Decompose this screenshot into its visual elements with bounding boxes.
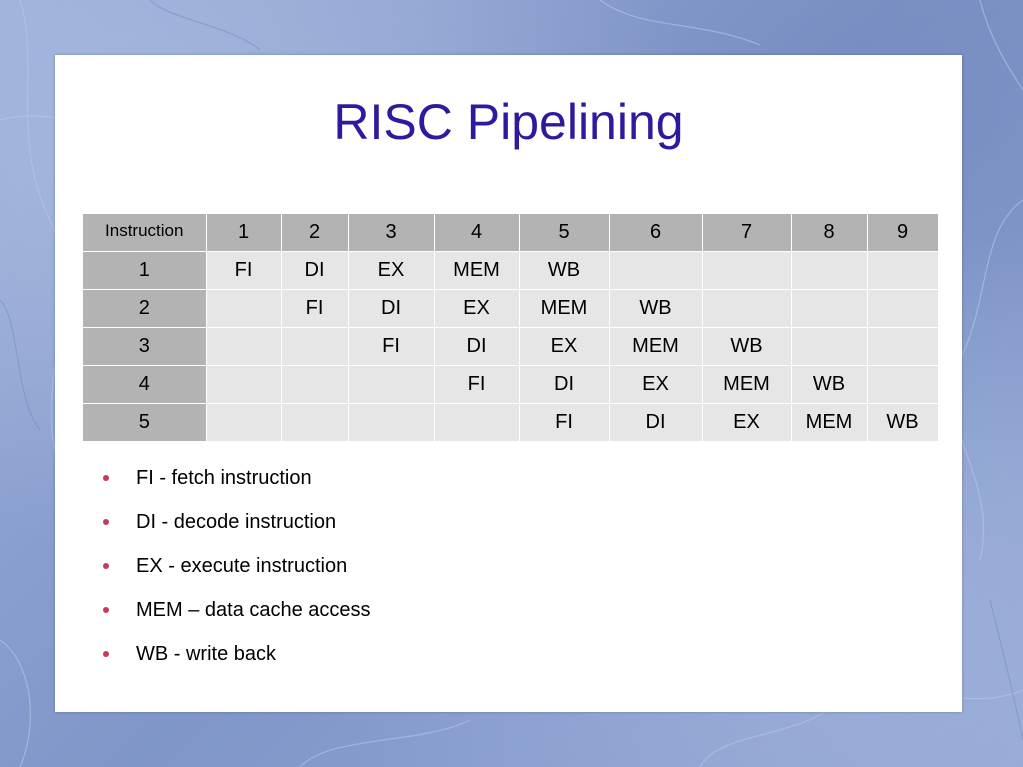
table-header-row: Instruction 1 2 3 4 5 6 7 8 9 xyxy=(83,214,939,252)
stage-column-header: 2 xyxy=(281,214,349,252)
legend-item-text: WB - write back xyxy=(136,643,277,665)
table-row: 3 FI DI EX MEM WB xyxy=(83,327,939,366)
table-cell: DI xyxy=(519,365,610,404)
legend-item-text: EX - execute instruction xyxy=(136,555,348,577)
table-cell: DI xyxy=(281,251,349,290)
table-cell: MEM xyxy=(702,365,792,404)
table-cell xyxy=(206,403,282,442)
bullet-icon xyxy=(103,519,109,525)
table-cell: FI xyxy=(281,289,349,328)
instruction-row-label: 3 xyxy=(83,327,207,366)
table-cell: EX xyxy=(519,327,610,366)
bullet-icon xyxy=(103,607,109,613)
stage-column-header: 9 xyxy=(867,214,939,252)
table-cell xyxy=(867,365,939,404)
stage-column-header: 5 xyxy=(519,214,610,252)
list-item: MEM – data cache access xyxy=(100,597,371,641)
pipeline-table: Instruction 1 2 3 4 5 6 7 8 9 1 FI DI EX… xyxy=(83,214,939,442)
bullet-icon xyxy=(103,475,109,481)
instruction-row-label: 4 xyxy=(83,365,207,404)
slide-content: RISC Pipelining Instruction 1 2 3 4 5 6 xyxy=(55,55,962,712)
stage-column-header: 8 xyxy=(791,214,868,252)
table-cell xyxy=(609,251,703,290)
legend-item-text: FI - fetch instruction xyxy=(136,467,312,489)
table-cell xyxy=(702,251,792,290)
table-cell: DI xyxy=(434,327,520,366)
table-row: 1 FI DI EX MEM WB xyxy=(83,251,939,290)
table-cell xyxy=(867,327,939,366)
table-cell: WB xyxy=(791,365,868,404)
table-cell: FI xyxy=(434,365,520,404)
table-cell: FI xyxy=(206,251,282,290)
legend-list: FI - fetch instruction DI - decode instr… xyxy=(100,465,371,685)
table-cell: FI xyxy=(519,403,610,442)
table-cell: DI xyxy=(348,289,435,328)
slide-title: RISC Pipelining xyxy=(333,94,684,150)
list-item: EX - execute instruction xyxy=(100,553,371,597)
list-item: DI - decode instruction xyxy=(100,509,371,553)
table-cell: MEM xyxy=(791,403,868,442)
table-cell: EX xyxy=(702,403,792,442)
bullet-icon xyxy=(103,651,109,657)
table-cell xyxy=(791,289,868,328)
table-cell xyxy=(206,365,282,404)
instruction-row-label: 1 xyxy=(83,251,207,290)
bullet-icon xyxy=(103,563,109,569)
stage-column-header: 3 xyxy=(348,214,435,252)
table-cell xyxy=(867,251,939,290)
instruction-row-label: 2 xyxy=(83,289,207,328)
table-cell: WB xyxy=(609,289,703,328)
table-cell: FI xyxy=(348,327,435,366)
table-row: 4 FI DI EX MEM WB xyxy=(83,365,939,404)
list-item: WB - write back xyxy=(100,641,371,685)
legend-item-text: MEM – data cache access xyxy=(136,599,371,621)
table-cell xyxy=(434,403,520,442)
table-row: 5 FI DI EX MEM WB xyxy=(83,403,939,442)
table-cell xyxy=(206,289,282,328)
legend-item-text: DI - decode instruction xyxy=(136,511,337,533)
stage-column-header: 1 xyxy=(206,214,282,252)
table-cell: DI xyxy=(609,403,703,442)
instruction-row-label: 5 xyxy=(83,403,207,442)
table-cell xyxy=(281,365,349,404)
table-cell xyxy=(791,251,868,290)
table-cell: WB xyxy=(702,327,792,366)
stage-column-header: 6 xyxy=(609,214,703,252)
list-item: FI - fetch instruction xyxy=(100,465,371,509)
table-cell: WB xyxy=(867,403,939,442)
stage-column-header: 4 xyxy=(434,214,520,252)
table-cell xyxy=(281,327,349,366)
table-cell xyxy=(348,365,435,404)
table-cell xyxy=(281,403,349,442)
table-cell xyxy=(867,289,939,328)
table-cell xyxy=(348,403,435,442)
stage-column-header: 7 xyxy=(702,214,792,252)
corner-header-cell: Instruction xyxy=(83,214,207,252)
table-cell xyxy=(702,289,792,328)
table-cell xyxy=(791,327,868,366)
table-cell: EX xyxy=(348,251,435,290)
table-cell: WB xyxy=(519,251,610,290)
table-cell: MEM xyxy=(434,251,520,290)
table-cell: EX xyxy=(609,365,703,404)
table-cell xyxy=(206,327,282,366)
table-cell: MEM xyxy=(519,289,610,328)
table-cell: EX xyxy=(434,289,520,328)
table-row: 2 FI DI EX MEM WB xyxy=(83,289,939,328)
table-cell: MEM xyxy=(609,327,703,366)
